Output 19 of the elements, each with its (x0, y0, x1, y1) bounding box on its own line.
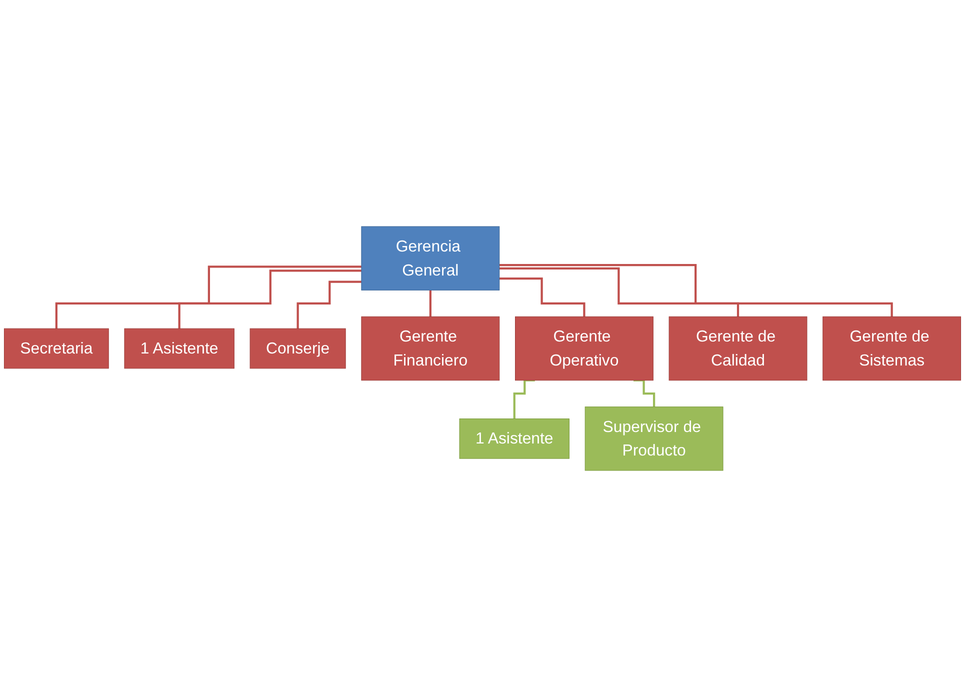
connector (634, 379, 656, 408)
connector (513, 379, 535, 420)
connector (499, 278, 586, 318)
node-box: Gerente de Calidad (668, 316, 808, 381)
node-box: Conserje (250, 328, 346, 369)
node-box: 1 Asistente (459, 418, 570, 459)
connector (296, 280, 362, 330)
connector (499, 264, 893, 318)
connector (55, 266, 362, 330)
node-box: Secretaria (4, 328, 109, 369)
connector (178, 270, 362, 330)
connector (429, 289, 432, 318)
node-box: 1 Asistente (124, 328, 234, 369)
node-box: Gerente Financiero (361, 316, 500, 381)
node-box: Gerente Operativo (515, 316, 654, 381)
node-box: Supervisor de Producto (584, 406, 724, 471)
connector (499, 267, 740, 318)
node-box: Gerente de Sistemas (822, 316, 962, 381)
node-box: Gerencia General (361, 226, 500, 290)
